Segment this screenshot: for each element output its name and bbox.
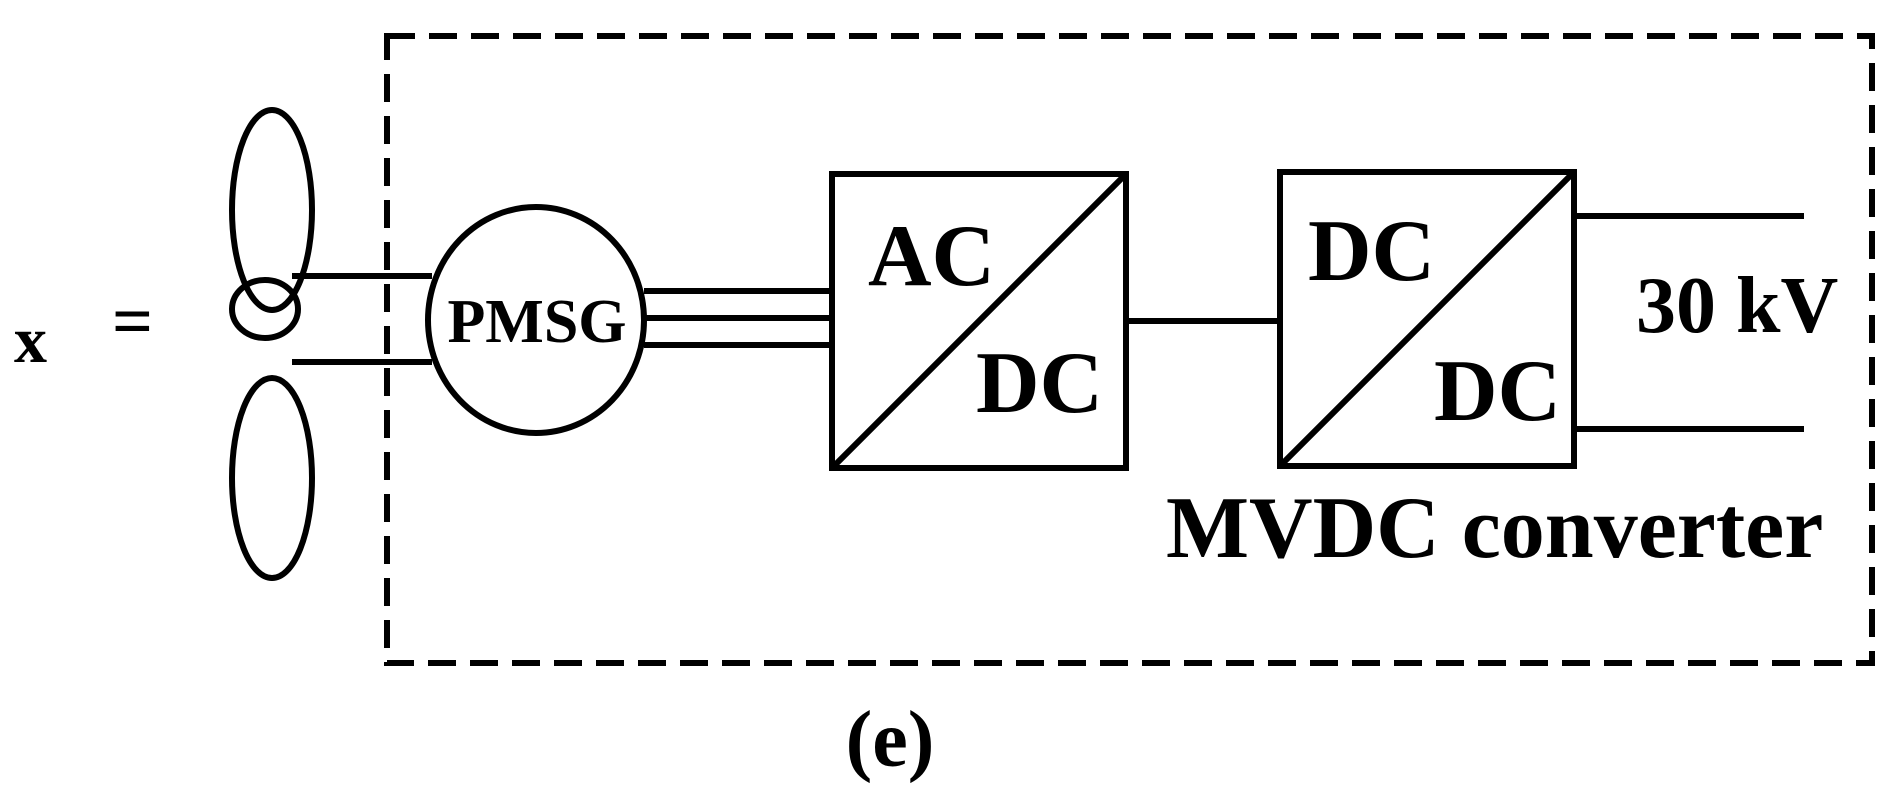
lower-blade xyxy=(229,375,315,581)
turbine-rotor-icon xyxy=(229,107,315,581)
ac-dc-converter-block: AC DC xyxy=(829,171,1129,471)
pmsg-generator: PMSG xyxy=(425,204,647,436)
ac-dc-input-label: AC xyxy=(868,208,995,305)
dc-dc-box xyxy=(1277,169,1577,469)
system-boundary-dashed xyxy=(384,33,1875,666)
converter-caption: MVDC converter xyxy=(1166,480,1823,577)
output-voltage-label: 30 kV xyxy=(1636,262,1838,350)
ac-dc-output-label: DC xyxy=(976,335,1103,432)
ac-dc-diagonal xyxy=(829,171,1129,471)
figure-label: (e) xyxy=(846,696,935,784)
dc-dc-converter-block: DC DC xyxy=(1277,169,1577,469)
variable-label: x xyxy=(14,304,47,377)
generator-label: PMSG xyxy=(447,288,626,356)
dc-dc-output-label: DC xyxy=(1434,343,1561,440)
rotor-hub xyxy=(229,277,301,341)
dc-dc-diagonal xyxy=(1277,169,1577,469)
upper-blade xyxy=(229,107,315,313)
dc-dc-input-label: DC xyxy=(1308,203,1435,300)
equals-sign: = xyxy=(112,281,153,361)
